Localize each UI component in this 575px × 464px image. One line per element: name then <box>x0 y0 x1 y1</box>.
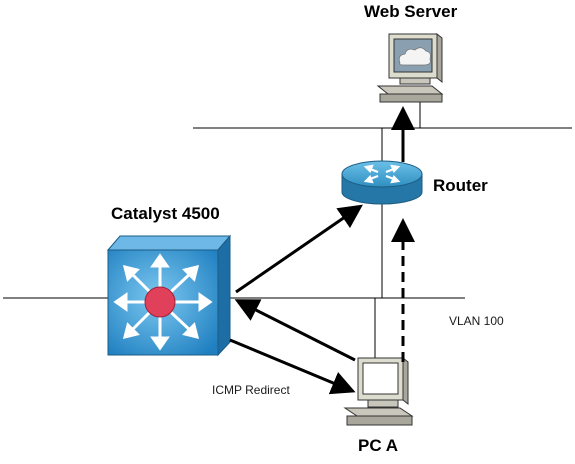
pc-a-computer-icon <box>343 356 414 426</box>
icmp-redirect-arrow <box>229 338 356 395</box>
web-server-label: Web Server <box>364 2 458 21</box>
router-icon <box>341 160 423 205</box>
icmp-redirect-label: ICMP Redirect <box>212 383 290 397</box>
catalyst-switch-icon <box>106 234 232 357</box>
switch-to-router-arrow <box>235 204 363 294</box>
pc-a-label: PC A <box>358 436 398 455</box>
pc-to-switch-arrow <box>234 299 356 362</box>
catalyst-label: Catalyst 4500 <box>111 204 220 223</box>
web-server-computer-icon <box>376 32 444 103</box>
router-label: Router <box>433 176 488 195</box>
vlan-label: VLAN 100 <box>449 314 504 328</box>
